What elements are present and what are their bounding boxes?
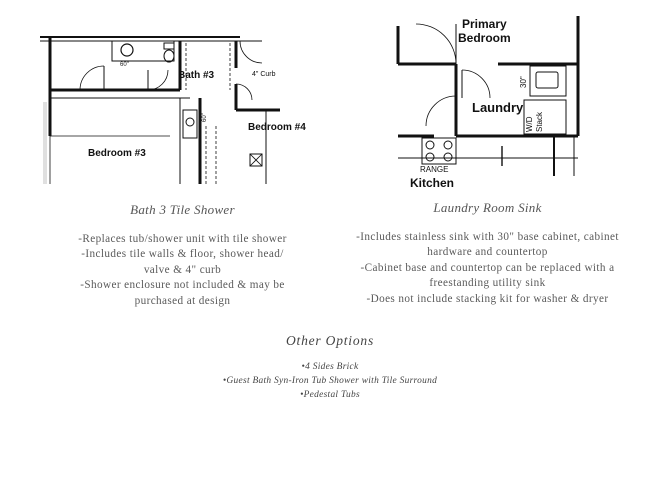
other-options-title: Other Options (285, 333, 375, 348)
label-bedroom4: Bedroom #4 (248, 122, 306, 133)
laundry-option-line: hardware and countertop (427, 246, 548, 259)
label-wd: W/D (525, 116, 534, 132)
laundry-option-line: -Includes stainless sink with 30" base c… (356, 231, 619, 243)
other-options-list: •4 Sides Brick •Guest Bath Syn-Iron Tub … (150, 360, 510, 403)
bath3-floor-plan: 60" Bath #3 4" Curb Bedroom #4 60" Bedro… (40, 6, 306, 184)
label-bath3: Bath #3 (178, 70, 215, 81)
bath3-option-description: -Replaces tub/shower unit with tile show… (60, 232, 305, 309)
bath3-option-title: Bath 3 Tile Shower (130, 202, 235, 217)
bath3-option-line: purchased at design (134, 294, 231, 307)
label-range: RANGE (420, 165, 448, 174)
laundry-option-title: Laundry Room Sink (433, 200, 542, 215)
label-bedroom3: Bedroom #3 (88, 148, 146, 159)
other-option-item: •Guest Bath Syn-Iron Tub Shower with Til… (222, 376, 438, 387)
other-option-item: •Pedestal Tubs (300, 390, 360, 401)
label-laundry: Laundry (472, 100, 524, 115)
label-primary-bedroom-line1: Primary (462, 17, 507, 31)
laundry-option-line: -Cabinet base and countertop can be repl… (360, 261, 615, 274)
label-dim-60-top: 60" (120, 62, 129, 68)
bath3-option-line: -Replaces tub/shower unit with tile show… (78, 233, 287, 245)
laundry-option-line: freestanding utility sink (429, 277, 546, 290)
laundry-option-description: -Includes stainless sink with 30" base c… (335, 230, 640, 307)
label-dim-30: 30" (519, 76, 528, 88)
bath3-option-line: -Includes tile walls & floor, shower hea… (81, 248, 284, 261)
bath3-option-line: valve & 4" curb (143, 263, 222, 276)
label-primary-bedroom-line2: Bedroom (458, 31, 511, 45)
other-option-item: •4 Sides Brick (301, 362, 359, 372)
label-curb: 4" Curb (252, 71, 276, 78)
label-dim-60-side: 60" (202, 113, 208, 122)
label-kitchen: Kitchen (410, 176, 454, 190)
laundry-option-line: -Does not include stacking kit for washe… (366, 292, 609, 305)
bath3-option-line: -Shower enclosure not included & may be (80, 279, 285, 292)
laundry-floor-plan: Primary Bedroom 30" Laundry W/D Stack RA… (378, 6, 593, 192)
label-stack: Stack (535, 111, 544, 132)
